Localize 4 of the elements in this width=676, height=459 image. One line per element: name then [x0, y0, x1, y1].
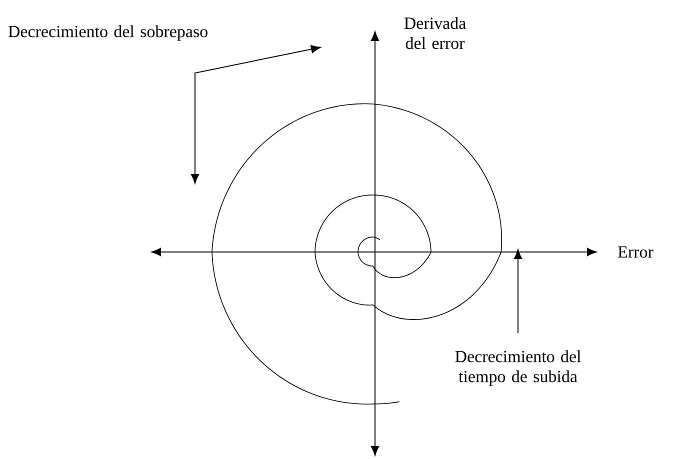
axis-label: Derivada del error — [404, 17, 466, 49]
annotation-text: Decrecimiento del tiempo de subida — [455, 350, 581, 386]
axis-label: Error — [618, 246, 654, 258]
annotation-text: Decrecimiento del sobrepaso — [8, 25, 208, 41]
